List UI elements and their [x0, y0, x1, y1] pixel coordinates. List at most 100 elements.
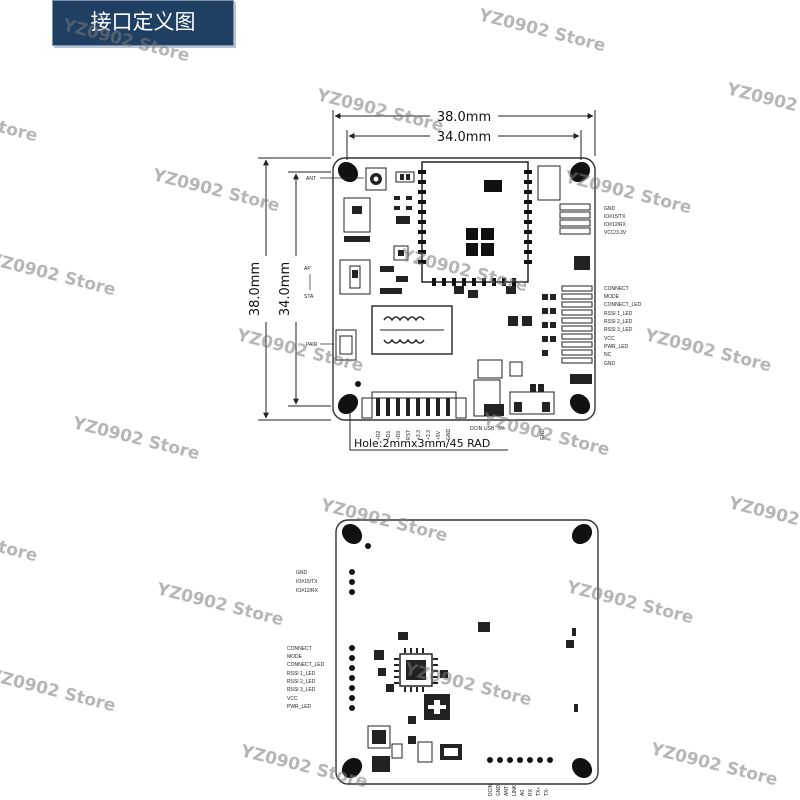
small-hole [355, 381, 361, 387]
watermark: YZ0902 Store [642, 325, 774, 376]
crystal [537, 165, 561, 201]
dim-height-outer: 38.0mm [248, 262, 263, 316]
pin-label: GND [496, 785, 502, 797]
top-board: ANT AP STA PAIR GND IO#15/TX IO#12/RX VC… [248, 110, 642, 451]
watermark: YZ0902 Store [648, 739, 780, 790]
pin-label: RX [528, 788, 534, 796]
diagram-title: 接口定义图 [52, 0, 234, 46]
pin-label: LINK [512, 784, 518, 796]
mount-hole [571, 757, 593, 779]
label-ap: AP [304, 266, 311, 272]
pin-label: +D0 [396, 430, 402, 440]
pin-label: TX- [544, 788, 550, 796]
mount-hole [341, 523, 363, 545]
watermark: YZ0902 Store [0, 249, 118, 300]
bottom-left-top-labels: GND IO#15/TX IO#12/RX [296, 570, 319, 594]
left-vias [349, 569, 355, 711]
pin-label: GND [540, 429, 546, 441]
pin-label: DCIN [488, 783, 494, 796]
mount-hole [569, 393, 591, 415]
pin-label: CONNECT_LED [604, 302, 642, 308]
watermark: YZ0902 Store [0, 515, 40, 566]
pin-label: IO#15/TX [604, 214, 626, 220]
watermark: YZ0902 Store [60, 15, 192, 66]
watermark: YZ0902 Store [314, 85, 446, 136]
watermark: YZ0902 Store [150, 165, 282, 216]
watermark: YZ0902 Store [154, 579, 286, 630]
pin-label: USB [484, 426, 495, 432]
dim-width-inner: 34.0mm [437, 130, 491, 145]
bottom-board-pin-labels: DCIN GND ANT LINK A0 RX TX+ TX- [488, 783, 550, 796]
watermark: YZ0902 Store [70, 413, 202, 464]
watermark: YZ0902 Store [726, 493, 800, 544]
watermark: YZ0902 Store [0, 665, 118, 716]
bottom-right-labels: DCIN USB 5V GND [470, 426, 546, 440]
right-top-pin-labels: GND IO#15/TX IO#12/RX VCC/3.3V [604, 206, 627, 236]
pin-label: RSSI 1_LED [604, 311, 633, 317]
pin-label: VCC [604, 336, 615, 342]
pin-label: CONNECT [287, 646, 312, 652]
mount-hole [569, 161, 591, 183]
pin-label: CONNECT [604, 286, 629, 292]
pin-label: MODE [604, 294, 620, 300]
pin-label: +3.3 [416, 430, 422, 440]
pin-label: 5V [498, 426, 505, 432]
pin-label: GND [604, 206, 616, 212]
mount-hole [341, 757, 363, 779]
mount-hole [571, 523, 593, 545]
pin-label: RSSI 3_LED [287, 687, 316, 693]
pin-label: MODE [287, 654, 303, 660]
hole-note: Hole:2mmx3mm/45 RAD [354, 437, 490, 450]
pin-label: VCC/3.3V [604, 230, 627, 236]
dim-width-outer: 38.0mm [437, 110, 491, 125]
pin-label: VCC [287, 696, 298, 702]
dimension-lines [258, 110, 596, 421]
pin-label: RSSI 2_LED [604, 319, 633, 325]
pin-label: RSSI 1_LED [287, 671, 316, 677]
mount-hole [337, 393, 359, 415]
wifi-module-pads [418, 170, 532, 286]
pin-label: GND [446, 429, 452, 441]
pin-label: IO#12/RX [296, 588, 319, 594]
dim-height-inner: 34.0mm [278, 262, 293, 316]
bottom-header [361, 391, 467, 419]
pin-label: GND [604, 361, 616, 367]
pin-label: PWR_LED [604, 344, 629, 350]
watermark: YZ0902 Store [0, 95, 40, 146]
pin-label: +5V [436, 430, 442, 440]
pin-label: NC [604, 352, 612, 358]
label-ant: ANT [306, 176, 316, 182]
pin-label: RSSI 2_LED [287, 679, 316, 685]
mount-hole [337, 161, 359, 183]
pin-label: A0 [520, 790, 526, 796]
pin-label: IO#15/TX [296, 579, 318, 585]
smd-components [343, 196, 516, 298]
bottom-pin-labels: +D2 +D1 +D0 RST +3.3 +3.3 +5V GND [376, 429, 452, 441]
pin-label: RSSI 3_LED [604, 327, 633, 333]
label-pair: PAIR [306, 342, 318, 348]
bottom-left-mid-labels: CONNECT MODE CONNECT_LED RSSI 1_LED RSSI… [287, 646, 325, 710]
leds-right [508, 294, 556, 356]
bottom-board: GND IO#15/TX IO#12/RX CONNECT MODE CONNE… [287, 519, 599, 796]
right-mid-pin-labels: CONNECT MODE CONNECT_LED RSSI 1_LED RSSI… [604, 286, 642, 367]
pin-label: RST [406, 430, 412, 440]
watermark: YZ0902 Store [724, 79, 800, 130]
pin-label: ANT [504, 786, 510, 796]
pin-label: GND [296, 570, 308, 576]
pin-label: +D1 [386, 430, 392, 440]
pin-label: DCIN [470, 426, 483, 432]
pin-label: +3.3 [426, 430, 432, 440]
pin-label: IO#12/RX [604, 222, 627, 228]
pin-label: +D2 [376, 430, 382, 440]
watermark: YZ0902 Store [476, 5, 608, 56]
pin-label: PWR_LED [287, 704, 312, 710]
pin-label: TX+ [536, 787, 542, 796]
label-sta: STA [304, 294, 314, 300]
module-small-chip [484, 180, 502, 192]
bottom-vias [487, 757, 553, 763]
right-header-mid [561, 285, 593, 364]
pin-label: CONNECT_LED [287, 662, 325, 668]
bottom-board-outline [335, 519, 599, 785]
right-header-top [559, 203, 591, 235]
